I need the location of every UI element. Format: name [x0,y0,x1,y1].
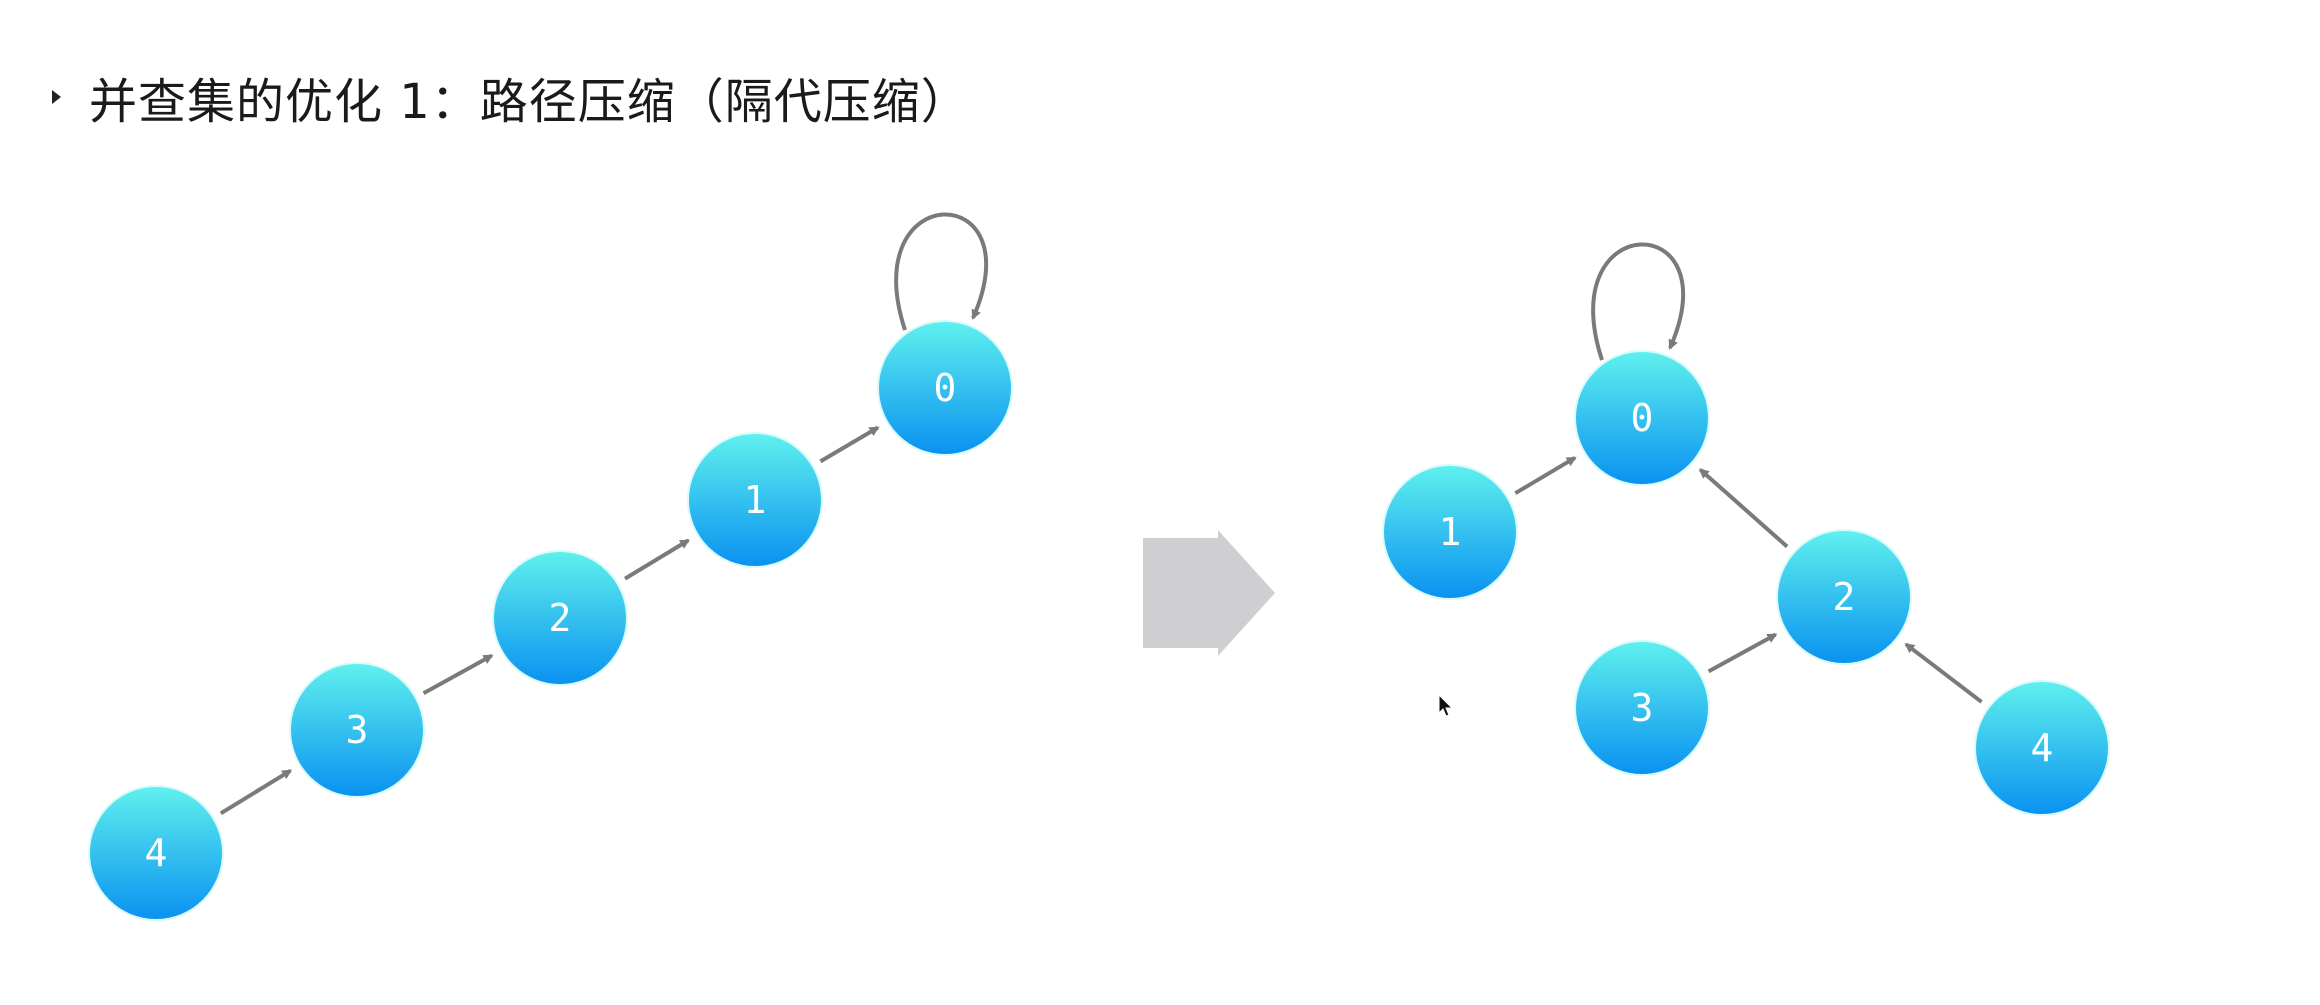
node-circle [689,434,821,566]
node-label: 2 [549,596,572,640]
after-node-2: 2 [1776,529,1912,665]
node-circle [1976,682,2108,814]
after-edge-1-to-0 [1514,456,1577,495]
after-node-3: 3 [1574,640,1710,776]
node-label: 0 [1631,396,1654,440]
node-circle [90,787,222,919]
before-tree: 0 1 2 3 4 [88,212,1013,921]
before-node-2: 2 [492,550,628,686]
before-node-3: 3 [289,662,425,798]
before-node-0: 0 [877,320,1013,456]
slide-title: 并查集的优化 1：路径压缩（隔代压缩） [52,62,970,132]
node-circle [1778,531,1910,663]
node-label: 0 [934,366,957,410]
before-edge-2-to-1 [623,538,690,581]
bullet-triangle-icon [52,90,61,104]
after-node-4: 4 [1974,680,2110,816]
node-circle [879,322,1011,454]
after-node-0: 0 [1574,350,1710,486]
mouse-pointer-icon [1438,694,1454,717]
after-edges [1514,242,1983,704]
node-label: 3 [346,708,369,752]
before-edges [219,212,988,816]
after-nodes: 0 1 2 3 4 [1382,350,2110,816]
after-tree: 0 1 2 3 4 [1382,242,2110,816]
node-circle [1576,642,1708,774]
slide-title-text: 并查集的优化 1：路径压缩（隔代压缩） [89,74,970,130]
node-label: 3 [1631,686,1654,730]
after-edge-4-to-2 [1904,642,1983,704]
node-circle [1384,466,1516,598]
node-circle [291,664,423,796]
before-node-4: 4 [88,785,224,921]
before-edge-4-to-3 [219,769,293,816]
after-node-1: 1 [1382,464,1518,600]
before-node-1: 1 [687,432,823,568]
transition-arrow-icon [1143,530,1275,656]
node-circle [494,552,626,684]
node-label: 1 [1439,510,1462,554]
after-edge-3-to-2 [1707,632,1778,674]
before-edge-1-to-0 [819,425,880,464]
node-circle [1576,352,1708,484]
node-label: 4 [145,831,168,875]
after-self-loop-0 [1591,242,1685,361]
node-label: 2 [1833,575,1856,619]
node-label: 1 [744,478,767,522]
after-edge-2-to-0 [1698,468,1789,549]
before-nodes: 0 1 2 3 4 [88,320,1013,921]
before-edge-3-to-2 [422,653,494,696]
before-self-loop-0 [894,212,988,331]
node-label: 4 [2031,726,2054,770]
